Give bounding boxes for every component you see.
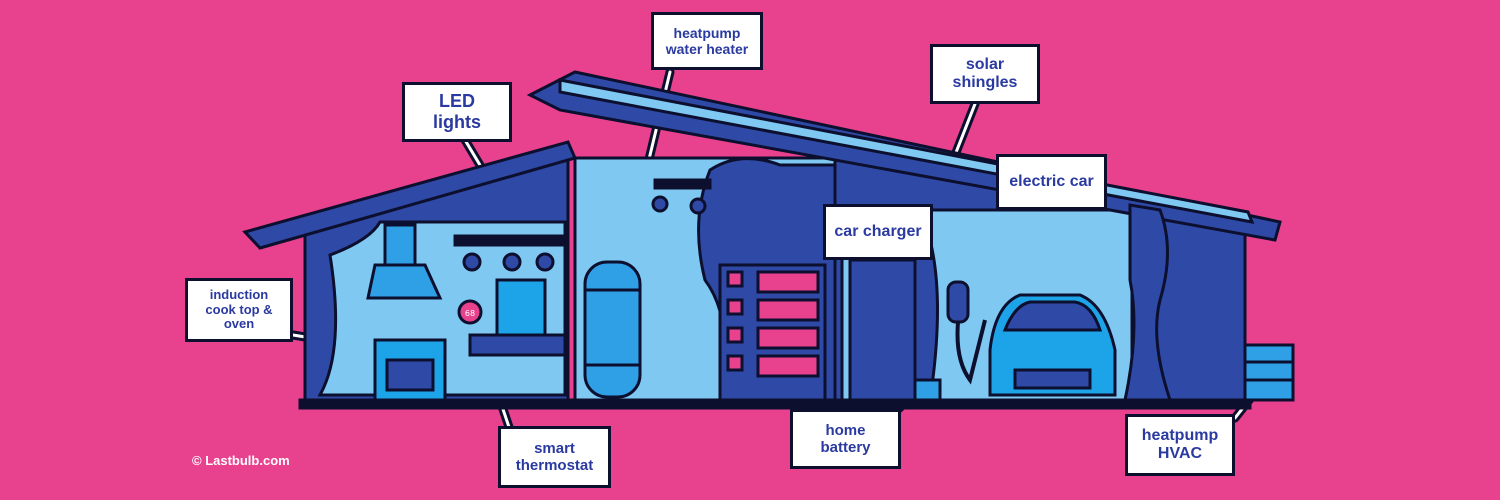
label-home-battery: home battery <box>790 409 901 469</box>
water-heater-tank <box>583 260 642 399</box>
label-induction-cooktop: induction cook top & oven <box>185 278 293 342</box>
label-led-lights: LED lights <box>402 82 512 142</box>
label-electric-car: electric car <box>996 154 1107 210</box>
label-heatpump-water-heater: heatpump water heater <box>651 12 763 70</box>
thermostat: 68 <box>457 299 483 325</box>
garage-bays <box>848 258 942 402</box>
label-heatpump-hvac: heatpump HVAC <box>1125 414 1235 476</box>
home-battery-rack <box>718 263 827 402</box>
car-charger <box>946 280 987 385</box>
label-solar-shingles: solar shingles <box>930 44 1040 104</box>
electric-car <box>988 293 1117 397</box>
thermostat-display: 68 <box>465 309 475 318</box>
hvac-unit <box>1243 343 1295 402</box>
copyright-text: © Lastbulb.com <box>192 453 290 468</box>
oven <box>373 338 447 402</box>
label-car-charger: car charger <box>823 204 933 260</box>
label-smart-thermostat: smart thermostat <box>498 426 611 488</box>
led-light-fixture <box>453 178 712 272</box>
range-hood <box>366 223 443 300</box>
kitchen-counter <box>468 278 567 357</box>
